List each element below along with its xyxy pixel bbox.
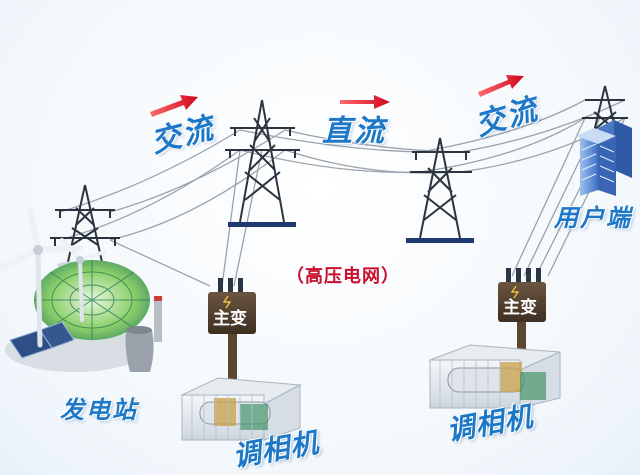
flow-arrow-middle [340,95,390,109]
power-station-icon [0,207,162,372]
flow-arrow-left [150,95,198,117]
label-transformer-left: 主变 [213,309,247,329]
flow-arrow-right [478,75,524,97]
transmission-wires [59,99,626,287]
label-transformer-right: 主变 [503,298,537,318]
transformer-left-icon [208,278,256,382]
user-buildings-icon [576,120,632,196]
sync-condenser-right-icon [429,344,561,409]
sync-condenser-left-icon [180,377,302,441]
tower-2 [225,99,300,227]
label-power-station: 发电站 [60,396,138,424]
transformer-right-icon [498,268,546,370]
label-dc-middle: 直流 [322,114,386,149]
label-user-end: 用户端 [554,204,632,232]
tower-3 [406,137,474,243]
label-grid: （高压电网） [286,266,400,287]
